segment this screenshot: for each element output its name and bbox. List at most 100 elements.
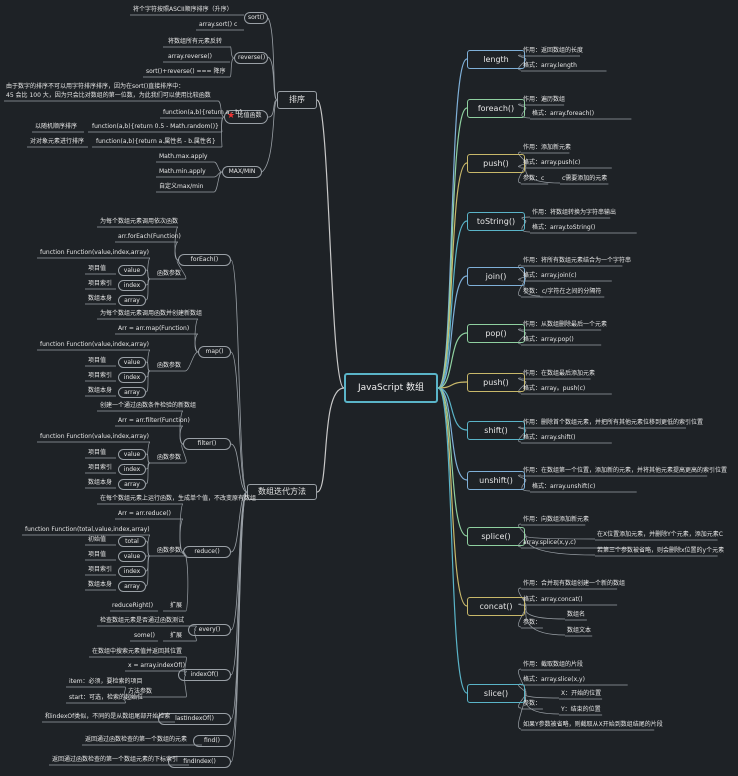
branch-node-4[interactable]: join() [467,267,525,286]
param-name: 初始值 [88,536,107,543]
param-array[interactable]: array [118,581,146,592]
connector [184,674,187,698]
param-index[interactable]: index [118,464,146,475]
branch-item: 作用：从数组删除最后一个元素 [523,321,608,328]
item-connector [521,479,531,492]
branch-item: c需要添加的元素 [562,175,608,182]
branch-item: 作用：删除首个数组元素，并把所有其他元素位移到更低的索引位置 [523,419,704,426]
method-indexOf[interactable]: indexOf() [178,669,231,681]
param-name: 数组本身 [88,387,113,394]
item-connector [524,162,561,184]
method-desc: 在数组中搜索元素值并返回其位置 [92,648,183,655]
branch-item: 数组文本 [567,627,592,634]
branch-connector [437,387,468,607]
branch-connector [437,220,468,389]
method-forEach[interactable]: forEach() [178,254,231,266]
branch-node-2[interactable]: push() [467,154,525,173]
method-desc: 为每个数组元素调用函数并创建新数组 [100,310,203,317]
item-connector [518,151,527,164]
extension-method: reduceRight() [112,602,154,609]
connector [182,551,189,612]
connector [145,269,151,280]
param-name: 项目值 [88,449,107,456]
method-reduce[interactable]: reduce() [183,546,231,558]
branch-item: 如果Y参数被省略，则截取从X开始到数组结尾的片段 [523,721,663,728]
branch-connector [437,332,468,389]
sort-method[interactable]: sort() [244,12,268,24]
reverse-method[interactable]: reverse() [234,52,268,64]
branch-item: 格式：array.toString() [532,224,596,231]
connector [176,259,187,280]
connector [230,491,248,553]
branch-item: 作用：添加新元素 [523,144,572,151]
branch-node-1[interactable]: foreach() [467,99,525,118]
connector [217,100,225,118]
param-index[interactable]: index [118,566,146,577]
method-format: x = array.indexOf() [128,662,186,669]
param-total[interactable]: total [118,536,146,547]
method-desc: 创建一个通过函数条件检验的新数组 [100,402,197,409]
method-find[interactable]: find() [193,735,231,747]
iteration-methods-node[interactable]: 数组迭代方法 [247,484,317,500]
branch-item: 数组名 [567,611,586,618]
branch-item: 作用：将数组转换为字符串输出 [532,209,617,216]
branch-item: 在X位置添加元素，并删除Y个元素，添加元素C [597,531,723,538]
param-name: 项目索引 [88,280,113,287]
connector [229,46,235,59]
branch-item: 作用：合并现有数组创建一个新的数组 [523,580,626,587]
branch-node-0[interactable]: length [467,50,525,69]
param-index[interactable]: index [118,280,146,291]
reverse-note: sort()+reverse() === 降序 [146,68,226,75]
connector [194,333,199,353]
item-connector [518,381,527,394]
connector [213,161,223,173]
param-name: 项目索引 [88,566,113,573]
reverse-format: array.reverse() [168,53,213,60]
branch-connector [437,107,468,389]
method-map[interactable]: map() [198,346,231,358]
branch-node-3[interactable]: toString() [467,212,525,231]
branch-item: 格式：array.unshift(c) [532,483,596,490]
method-every[interactable]: every() [188,624,231,636]
param-value[interactable]: value [118,357,146,368]
branch-item: 参数：c [523,175,545,182]
branch-item: 格式：array.shift() [523,434,576,441]
param-group-label: 函数参数 [157,454,182,461]
param-index[interactable]: index [118,372,146,383]
item-connector [524,535,596,556]
branch-item: 参数： [523,619,542,626]
branch-node-9[interactable]: splice() [467,527,525,546]
param-array[interactable]: array [118,479,146,490]
branch-node-5[interactable]: pop() [467,324,525,343]
method-findIndex[interactable]: findIndex() [168,756,231,768]
method-format: Arr = arr.reduce() [118,510,171,517]
central-topic[interactable]: JavaScript 数组 [344,373,438,403]
max-min-node[interactable]: MAX/MIN [222,166,262,178]
branch-item: 作用：在数组最后添加元素 [523,370,596,377]
param-array[interactable]: array [118,387,146,398]
connector [145,361,151,372]
compare-function[interactable]: 比值函数 [224,110,268,124]
connector [145,462,151,485]
branch-node-10[interactable]: concat() [467,597,525,616]
branch-item: 格式：array.foreach() [532,110,595,117]
branch-connector [437,387,468,481]
method-filter[interactable]: filter() [183,438,231,450]
param-value[interactable]: value [118,449,146,460]
item-connector [524,605,566,636]
sort-node[interactable]: 排序 [277,91,317,109]
branch-item: 参数： [523,700,542,707]
branch-node-6[interactable]: push() [467,373,525,392]
connector [230,351,248,493]
branch-node-8[interactable]: unshift() [467,471,525,490]
method-desc: 检查数组元素是否通过函数测试 [100,617,185,624]
param-value[interactable]: value [118,551,146,562]
method-lastIndexOf[interactable]: lastIndexOf() [158,713,231,725]
branch-item: 作用：将所有数组元素结合为一个字符串 [523,257,632,264]
param-array[interactable]: array [118,295,146,306]
param-value[interactable]: value [118,265,146,276]
item-connector [518,264,527,277]
branch-node-7[interactable]: shift() [467,421,525,440]
branch-node-11[interactable]: slice() [467,684,525,703]
connector [145,555,151,587]
